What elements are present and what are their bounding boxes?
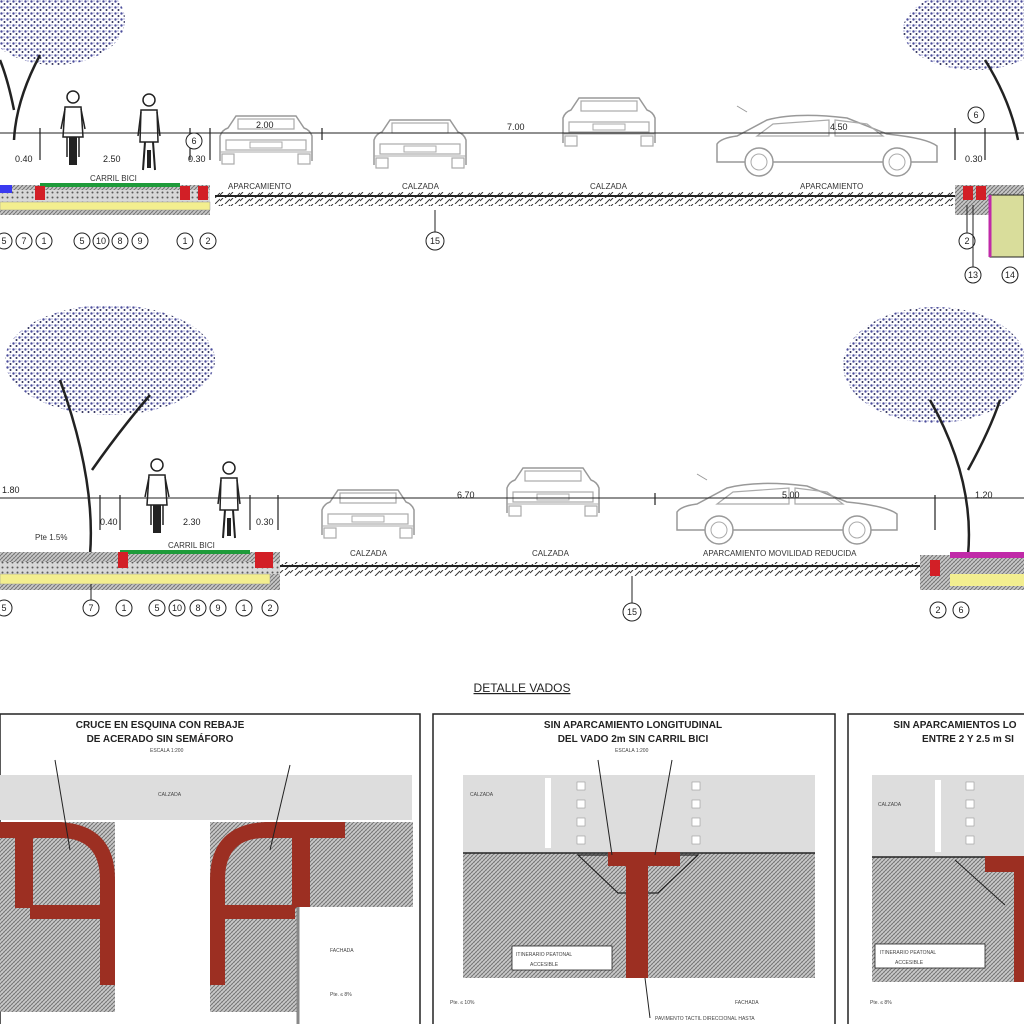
car-lane-2a — [321, 489, 415, 539]
s1-marker-7: 9 — [137, 236, 142, 246]
s1-dim-7: 0.30 — [965, 154, 983, 164]
s1-dim-1: 0.40 — [15, 154, 33, 164]
s2-marker-2: 7 — [88, 603, 93, 613]
panel2-itinerario-1: ITINERARIO PEATONAL — [516, 952, 572, 958]
s1-marker-11: 6 — [973, 110, 978, 120]
s2-marker-5: 10 — [172, 603, 182, 613]
s2-marker-8: 1 — [241, 603, 246, 613]
car-parked-right-2 — [676, 473, 898, 545]
panel2-fachada: FACHADA — [735, 1000, 759, 1006]
s2-dim-4: 0.30 — [256, 517, 274, 527]
section-2: 1.80 0.40 2.30 0.30 6.70 5.00 1.20 Pte 1… — [0, 305, 1024, 622]
s1-dim-6: 4.50 — [830, 122, 848, 132]
s2-dim-3: 2.30 — [183, 517, 201, 527]
detail-heading: DETALLE VADOS — [474, 681, 571, 695]
cyclist-1 — [60, 90, 86, 166]
pedestrian-2 — [217, 461, 241, 539]
s1-marker-6: 8 — [117, 236, 122, 246]
s1-marker-3: 1 — [41, 236, 46, 246]
s1-marker-12: 15 — [430, 236, 440, 246]
s2-marker-6: 8 — [195, 603, 200, 613]
s1-marker-4: 5 — [79, 236, 84, 246]
s2-label-aparcamiento: APARCAMIENTO MOVILIDAD REDUCIDA — [703, 549, 857, 558]
s2-label-carril-bici: CARRIL BICI — [168, 541, 215, 550]
panel1-title-line2: DE ACERADO SIN SEMÁFORO — [87, 732, 234, 745]
s2-marker-7: 9 — [215, 603, 220, 613]
s1-label-aparcamiento-right: APARCAMIENTO — [800, 182, 863, 191]
s2-dim-7: 1.20 — [975, 490, 993, 500]
s2-label-calzada-1: CALZADA — [350, 549, 388, 558]
panel3-pte: Pte. ≤ 8% — [870, 1000, 892, 1006]
tree-right-2 — [843, 307, 1024, 556]
panel2-title-line1: SIN APARCAMIENTO LONGITUDINAL — [544, 720, 722, 731]
s2-marker-1: 5 — [1, 603, 6, 613]
panel3-title-line2: ENTRE 2 Y 2.5 m SI — [922, 734, 1014, 745]
s1-marker-1: 5 — [1, 236, 6, 246]
detail-panel-1: CRUCE EN ESQUINA CON REBAJE DE ACERADO S… — [0, 713, 421, 1024]
s1-marker-8: 1 — [182, 236, 187, 246]
pedestrian-1 — [137, 93, 161, 171]
s1-marker-14: 13 — [968, 270, 978, 280]
s2-marker-11: 2 — [935, 605, 940, 615]
s2-dim-1: 1.80 — [2, 485, 20, 495]
s2-dim-2: 0.40 — [100, 517, 118, 527]
cyclist-2 — [144, 458, 170, 534]
s2-marker-12: 6 — [958, 605, 963, 615]
s1-dim-3: 0.30 — [188, 154, 206, 164]
panel3-calzada: CALZADA — [878, 802, 902, 808]
panel3-itinerario-1: ITINERARIO PEATONAL — [880, 950, 936, 956]
panel2-calzada: CALZADA — [470, 792, 494, 798]
panel1-fachada: FACHADA — [330, 948, 354, 954]
s1-dim-4: 2.00 — [256, 120, 274, 130]
s1-label-aparcamiento-left: APARCAMIENTO — [228, 182, 291, 191]
panel1-title-line1: CRUCE EN ESQUINA CON REBAJE — [76, 720, 245, 731]
s1-marker-15: 14 — [1005, 270, 1015, 280]
car-parked-right-1 — [716, 105, 938, 177]
s1-dim-2: 2.50 — [103, 154, 121, 164]
detail-panel-3: SIN APARCAMIENTOS LO ENTRE 2 Y 2.5 m SI … — [847, 713, 1024, 1024]
section-1: 0.40 2.50 0.30 2.00 7.00 4.50 0.30 CARRI… — [0, 0, 1024, 284]
s2-marker-10: 15 — [627, 607, 637, 617]
s1-marker-2: 7 — [21, 236, 26, 246]
s1-label-calzada-2: CALZADA — [590, 182, 628, 191]
panel2-itinerario-2: ACCESIBLE — [530, 962, 559, 968]
s2-marker-4: 5 — [154, 603, 159, 613]
tree-right-1 — [903, 0, 1024, 141]
tree-left-1 — [0, 0, 125, 141]
s2-slope: Pte 1.5% — [35, 533, 67, 542]
panel2-scale: ESCALA 1:200 — [615, 748, 649, 754]
panel1-scale: ESCALA 1:200 — [150, 748, 184, 754]
detail-panel-2: SIN APARCAMIENTO LONGITUDINAL DEL VADO 2… — [432, 713, 836, 1024]
s2-marker-3: 1 — [121, 603, 126, 613]
panel2-title-line2: DEL VADO 2m SIN CARRIL BICI — [558, 734, 709, 745]
s1-marker-9: 2 — [205, 236, 210, 246]
s1-marker-10: 6 — [191, 136, 196, 146]
s1-dim-5: 7.00 — [507, 122, 525, 132]
s2-label-calzada-2: CALZADA — [532, 549, 570, 558]
panel1-calzada: CALZADA — [158, 792, 182, 798]
panel3-itinerario-2: ACCESIBLE — [895, 960, 924, 966]
panel1-pte: Pte. ≤ 8% — [330, 992, 352, 998]
tree-left-2 — [5, 305, 215, 556]
s1-label-calzada-1: CALZADA — [402, 182, 440, 191]
panel2-pavimento: PAVIMENTO TACTIL DIRECCIONAL HASTA — [655, 1016, 755, 1022]
s2-dim-5: 6.70 — [457, 490, 475, 500]
car-lane-1b — [562, 97, 656, 147]
s2-dim-6: 5.00 — [782, 490, 800, 500]
panel2-pte: Pte. ≤ 10% — [450, 1000, 475, 1006]
car-lane-2b — [506, 467, 600, 517]
s1-label-carril-bici: CARRIL BICI — [90, 174, 137, 183]
s2-marker-9: 2 — [267, 603, 272, 613]
panel3-title-line1: SIN APARCAMIENTOS LO — [893, 720, 1016, 731]
car-lane-1a — [373, 119, 467, 169]
s1-marker-13: 2 — [964, 236, 969, 246]
s1-marker-5: 10 — [96, 236, 106, 246]
